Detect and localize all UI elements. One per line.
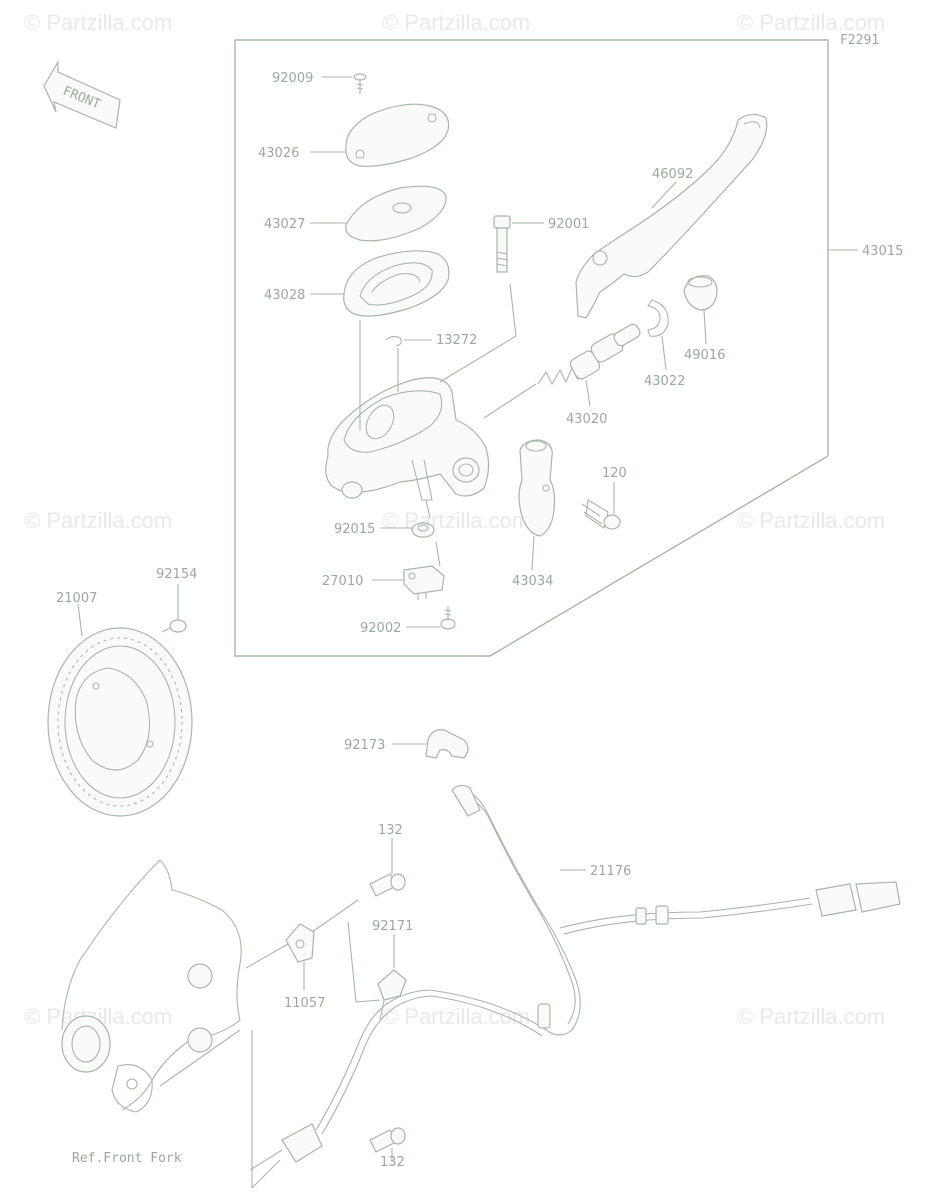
screw-92002 bbox=[440, 606, 456, 630]
watermark: © Partzilla.com bbox=[382, 1004, 530, 1029]
label-92171[interactable]: 92171 bbox=[372, 919, 413, 934]
label-43028[interactable]: 43028 bbox=[264, 288, 305, 303]
label-13272[interactable]: 13272 bbox=[436, 333, 477, 348]
label-43015[interactable]: 43015 bbox=[862, 244, 903, 259]
screw-92009 bbox=[353, 73, 367, 94]
bolt-92154 bbox=[161, 619, 187, 633]
watermark: © Partzilla.com bbox=[737, 508, 885, 533]
label-132-lower[interactable]: 132 bbox=[380, 1155, 405, 1170]
leader-lines bbox=[77, 76, 858, 1189]
label-27010[interactable]: 27010 bbox=[322, 574, 363, 589]
diaphragm-43028 bbox=[343, 250, 450, 317]
boot-49016 bbox=[683, 275, 718, 311]
watermark: © Partzilla.com bbox=[24, 10, 172, 35]
label-21176[interactable]: 21176 bbox=[590, 864, 631, 879]
label-92154[interactable]: 92154 bbox=[156, 567, 197, 582]
label-46092[interactable]: 46092 bbox=[652, 167, 693, 182]
nut-92015 bbox=[411, 522, 435, 538]
label-92001[interactable]: 92001 bbox=[548, 217, 589, 232]
part-labels: 92009 43026 43027 43028 13272 92001 4609… bbox=[56, 71, 903, 1170]
label-92009[interactable]: 92009 bbox=[272, 71, 313, 86]
plate-43027 bbox=[345, 185, 447, 242]
front-fork-outline bbox=[61, 859, 242, 1113]
bolt-132-lower bbox=[369, 1127, 406, 1153]
bolt-92001 bbox=[493, 215, 511, 273]
master-cylinder-body bbox=[325, 377, 490, 501]
bracket-11057 bbox=[285, 923, 315, 963]
label-92015[interactable]: 92015 bbox=[334, 522, 375, 537]
sensor-cable-21176 bbox=[281, 784, 901, 1163]
label-43022[interactable]: 43022 bbox=[644, 374, 685, 389]
watermarks: © Partzilla.com © Partzilla.com © Partzi… bbox=[24, 10, 885, 1029]
clamp-43034 bbox=[518, 439, 556, 537]
front-arrow-icon: FRONT bbox=[43, 59, 121, 129]
clip-92171 bbox=[377, 969, 407, 1021]
assembly-frame bbox=[234, 39, 829, 657]
ref-front-fork-label: Ref.Front Fork bbox=[72, 1151, 182, 1166]
label-11057[interactable]: 11057 bbox=[284, 996, 325, 1011]
clip-13272 bbox=[385, 335, 402, 347]
circlip-43022 bbox=[647, 299, 669, 337]
watermark: © Partzilla.com bbox=[382, 508, 530, 533]
bolt-120 bbox=[581, 499, 621, 530]
label-21007[interactable]: 21007 bbox=[56, 591, 97, 606]
label-43027[interactable]: 43027 bbox=[264, 217, 305, 232]
piston-kit-43020 bbox=[537, 323, 641, 386]
label-43020[interactable]: 43020 bbox=[566, 412, 607, 427]
lever-46092 bbox=[575, 113, 768, 319]
watermark: © Partzilla.com bbox=[24, 508, 172, 533]
clamp-92173 bbox=[425, 729, 469, 759]
bolt-132-upper bbox=[369, 873, 406, 897]
watermark: © Partzilla.com bbox=[737, 10, 885, 35]
switch-27010 bbox=[403, 565, 445, 600]
label-43026[interactable]: 43026 bbox=[258, 146, 299, 161]
label-43034[interactable]: 43034 bbox=[512, 574, 553, 589]
label-132-upper[interactable]: 132 bbox=[378, 823, 403, 838]
label-92002[interactable]: 92002 bbox=[360, 621, 401, 636]
abs-rotor-ring-21007 bbox=[47, 627, 193, 817]
label-49016[interactable]: 49016 bbox=[684, 348, 725, 363]
watermark: © Partzilla.com bbox=[737, 1004, 885, 1029]
label-92173[interactable]: 92173 bbox=[344, 738, 385, 753]
label-120[interactable]: 120 bbox=[602, 466, 627, 481]
reservoir-cap-43026 bbox=[345, 103, 450, 167]
watermark: © Partzilla.com bbox=[382, 10, 530, 35]
figure-code: F2291 bbox=[840, 33, 879, 48]
